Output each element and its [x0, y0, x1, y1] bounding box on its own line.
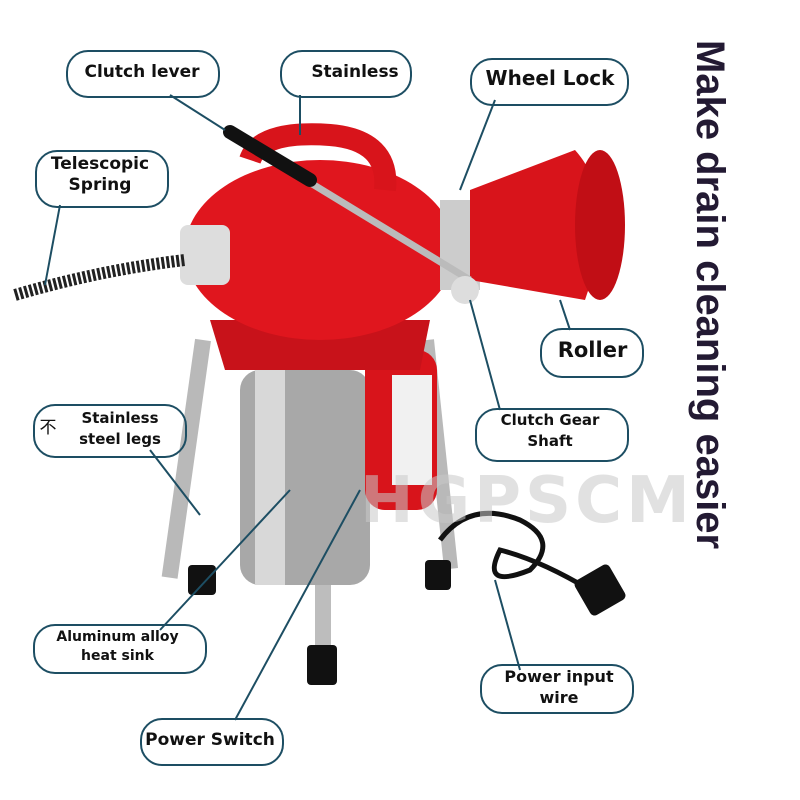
callout-bubble [140, 718, 284, 766]
callout-lines [44, 94, 571, 721]
label-stainless-legs: Stainless steel legs [79, 409, 161, 448]
roller-drum [470, 150, 601, 300]
label-clutch-lever: Clutch lever [84, 62, 200, 82]
leg-foot [188, 565, 216, 595]
label-wheel-lock: Wheel Lock [485, 66, 615, 90]
headline: Make drain cleaning easier [688, 40, 732, 550]
callout-bubble [35, 150, 169, 208]
label-power-input-wire: Power input wire [504, 667, 614, 707]
label-power-switch: Power Switch [145, 730, 275, 750]
watermark: HGPSCM [360, 464, 694, 538]
callout-bubble [33, 624, 207, 674]
callout-bubble [475, 408, 629, 462]
label-stainless: Stainless [311, 62, 399, 82]
callout-bubble [33, 404, 187, 458]
label-roller: Roller [557, 338, 628, 362]
label-clutch-gear-shaft: Clutch Gear Shaft [500, 411, 600, 450]
leg [161, 338, 211, 579]
callout-bubble [540, 328, 644, 378]
callout-bubble [480, 664, 634, 714]
power-plug [574, 564, 626, 616]
leg-foot [425, 560, 451, 590]
label-heat-sink: Aluminum alloy heat sink [56, 629, 179, 664]
power-cable [438, 510, 592, 593]
label-telescopic-spring: Telescopic Spring [50, 154, 150, 195]
label-prefix: 不 [39, 418, 57, 438]
callout-bubble [66, 50, 220, 98]
machine-body [185, 160, 455, 340]
leg-foot [307, 645, 337, 685]
callout-bubble [280, 50, 412, 98]
telescopic-spring [13, 254, 186, 301]
callout-bubble [470, 58, 629, 106]
